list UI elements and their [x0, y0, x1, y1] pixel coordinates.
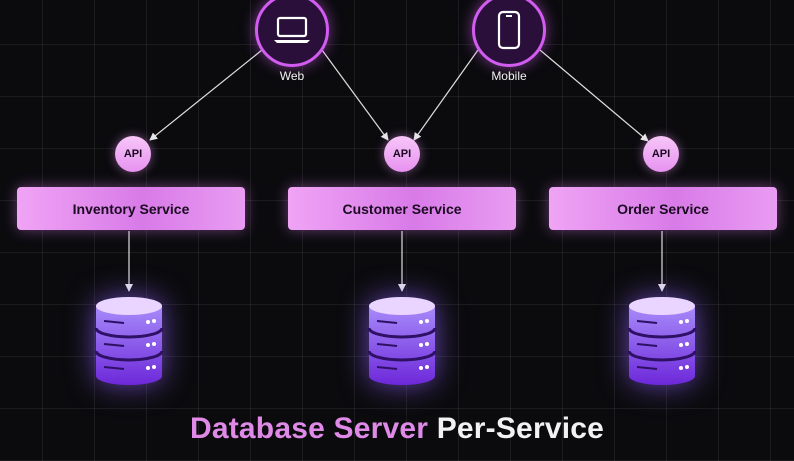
order-service-box: Order Service — [549, 187, 777, 230]
inventory-service-box: Inventory Service — [17, 187, 245, 230]
smartphone-icon — [497, 10, 521, 50]
database-icon — [627, 297, 697, 385]
arrow-mobile-to-order-api — [539, 49, 649, 142]
mobile-client-node — [472, 0, 546, 67]
arrow-web-to-customer-api — [321, 49, 389, 141]
api-badge-order: API — [643, 136, 679, 172]
laptop-icon — [274, 16, 310, 43]
api-badge-inventory: API — [115, 136, 151, 172]
mobile-client-label: Mobile — [491, 69, 527, 83]
web-client-label: Web — [279, 69, 305, 83]
arrow-web-to-inventory-api — [149, 49, 263, 141]
title-highlight: Database Server — [189, 412, 429, 445]
web-client-node — [255, 0, 329, 67]
customer-service-box: Customer Service — [288, 187, 516, 230]
database-icon — [367, 297, 437, 385]
diagram-title: Database Server Per-Service — [0, 412, 794, 446]
arrow-mobile-to-customer-api — [413, 49, 479, 141]
database-icon — [94, 297, 164, 385]
title-rest: Per-Service — [436, 412, 605, 445]
api-badge-customer: API — [384, 136, 420, 172]
